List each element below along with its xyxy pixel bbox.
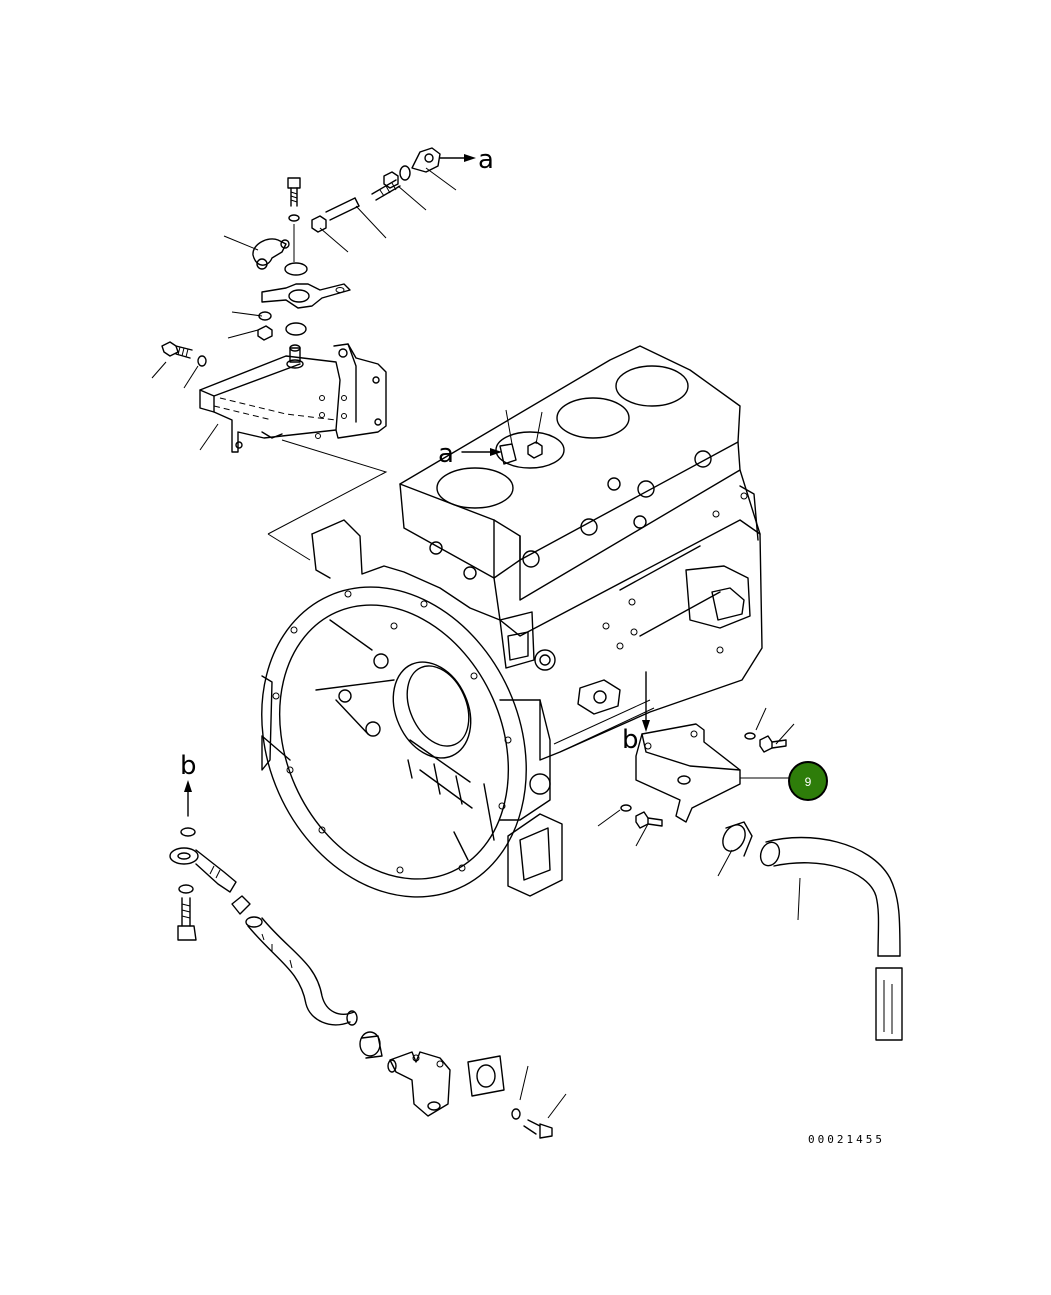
cylinder-bore — [436, 467, 514, 509]
banjo-fitting[interactable] — [169, 847, 237, 893]
nut[interactable] — [257, 325, 273, 341]
gasket[interactable] — [467, 1055, 505, 1097]
banjo-bolt[interactable] — [177, 897, 197, 941]
callout-b-center: b — [622, 725, 639, 755]
head-nut[interactable] — [527, 441, 543, 459]
flat-washer[interactable] — [284, 262, 308, 276]
engine-block: a — [399, 345, 763, 761]
ball-joint[interactable] — [252, 238, 290, 270]
bracket-bolt-left[interactable] — [635, 811, 663, 829]
linkage-assembly: a — [223, 145, 494, 341]
lower-hose-clamp[interactable] — [359, 1031, 383, 1059]
bracket-washer[interactable] — [197, 355, 207, 367]
callout-a-top: a — [478, 145, 494, 175]
drawing-number: 00021455 — [808, 1133, 885, 1146]
tube-fitting[interactable] — [387, 1051, 451, 1117]
bracket-washer-right[interactable] — [744, 732, 756, 740]
part-number-badge-9[interactable]: 9 — [788, 761, 828, 801]
washer[interactable] — [288, 214, 300, 222]
badge-label: 9 — [805, 775, 812, 789]
rod-washer[interactable] — [399, 165, 411, 181]
bracket-bolt-right[interactable] — [759, 735, 787, 753]
lower-bolt[interactable] — [523, 1119, 553, 1139]
bracket-washer-left[interactable] — [620, 804, 632, 812]
cylinder-bore — [615, 365, 689, 407]
pipe-bracket-group: b — [597, 671, 795, 847]
lower-hose[interactable] — [245, 916, 358, 1026]
lower-washer[interactable] — [511, 1108, 521, 1120]
pipe-bracket[interactable] — [635, 723, 741, 823]
oil-return-hose[interactable] — [757, 836, 903, 1041]
banjo-washer-bottom[interactable] — [178, 884, 194, 894]
mounting-bracket[interactable] — [199, 343, 387, 453]
flywheel-housing — [261, 519, 563, 898]
lower-oil-line: b — [169, 751, 567, 1139]
rod-nut-2[interactable] — [383, 171, 399, 189]
cylinder-bore — [556, 397, 630, 439]
bracket-bolt[interactable] — [161, 341, 193, 359]
rod-nut[interactable] — [311, 215, 327, 233]
spacer[interactable] — [285, 322, 307, 336]
hose-clamp-right[interactable] — [718, 821, 753, 857]
callout-b-left: b — [180, 751, 197, 781]
callout-a-block: a — [438, 439, 454, 469]
top-bolt[interactable] — [287, 177, 301, 207]
lever-arm[interactable] — [261, 283, 351, 309]
rod-end[interactable] — [411, 147, 441, 173]
adjust-rod[interactable] — [325, 179, 401, 221]
hose-sleeve[interactable] — [231, 895, 251, 915]
banjo-washer-top[interactable] — [180, 827, 196, 837]
